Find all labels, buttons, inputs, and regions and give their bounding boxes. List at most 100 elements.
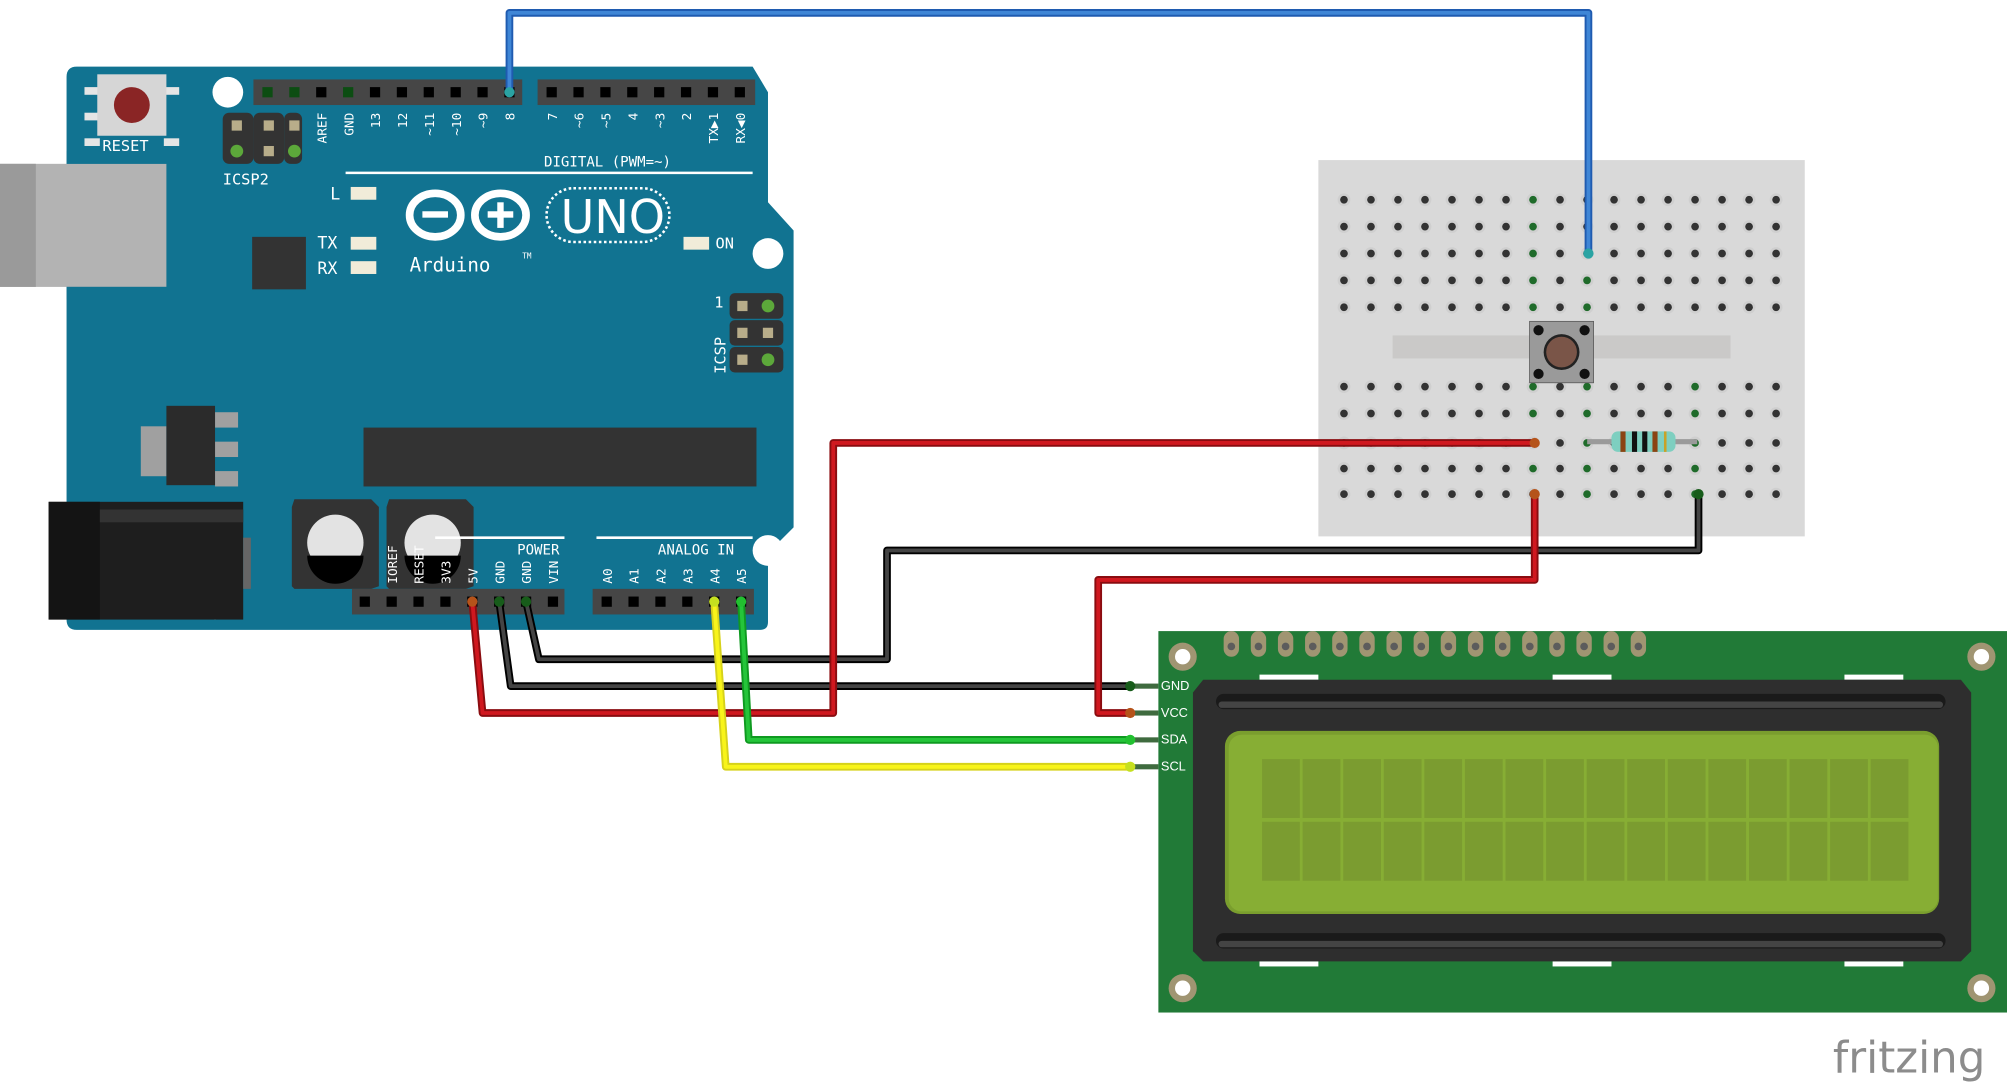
pushbutton[interactable] — [1529, 320, 1594, 384]
breadboard-hole[interactable] — [1448, 490, 1456, 498]
breadboard-hole[interactable] — [1610, 222, 1618, 231]
breadboard-hole[interactable] — [1610, 409, 1618, 418]
breadboard-hole[interactable] — [1745, 490, 1753, 498]
breadboard-hole[interactable] — [1421, 222, 1429, 231]
header-pin[interactable] — [386, 596, 397, 607]
breadboard-hole[interactable] — [1664, 490, 1672, 498]
breadboard-hole[interactable] — [1340, 382, 1348, 391]
breadboard-hole[interactable] — [1556, 409, 1564, 418]
breadboard-hole[interactable] — [1691, 464, 1699, 473]
breadboard-hole[interactable] — [1745, 195, 1753, 204]
breadboard-hole[interactable] — [1367, 195, 1375, 204]
header-pin[interactable] — [707, 87, 719, 98]
breadboard-hole[interactable] — [1745, 303, 1753, 312]
breadboard-hole[interactable] — [1718, 222, 1726, 231]
header-pin[interactable] — [396, 87, 408, 98]
breadboard-hole[interactable] — [1475, 382, 1483, 391]
breadboard-hole[interactable] — [1583, 382, 1591, 391]
breadboard-hole[interactable] — [1718, 382, 1726, 391]
breadboard-hole[interactable] — [1745, 276, 1753, 285]
breadboard-hole[interactable] — [1421, 464, 1429, 473]
breadboard-hole[interactable] — [1772, 303, 1780, 312]
breadboard-hole[interactable] — [1448, 195, 1456, 204]
breadboard-hole[interactable] — [1718, 409, 1726, 418]
breadboard-hole[interactable] — [1637, 409, 1645, 418]
breadboard-hole[interactable] — [1772, 439, 1780, 447]
breadboard-hole[interactable] — [1502, 409, 1510, 418]
header-pin[interactable] — [601, 596, 612, 607]
breadboard-hole[interactable] — [1745, 382, 1753, 391]
breadboard-hole[interactable] — [1475, 222, 1483, 231]
breadboard-hole[interactable] — [1367, 409, 1375, 418]
breadboard-hole[interactable] — [1610, 382, 1618, 391]
header-pin[interactable] — [359, 596, 370, 607]
breadboard-hole[interactable] — [1664, 195, 1672, 204]
breadboard-hole[interactable] — [1475, 303, 1483, 312]
breadboard-hole[interactable] — [1583, 464, 1591, 473]
header-pin[interactable] — [343, 87, 354, 98]
breadboard-hole[interactable] — [1772, 249, 1780, 258]
breadboard-hole[interactable] — [1475, 249, 1483, 258]
breadboard-hole[interactable] — [1529, 222, 1537, 231]
breadboard-hole[interactable] — [1475, 490, 1483, 498]
breadboard-hole[interactable] — [1745, 409, 1753, 418]
breadboard-hole[interactable] — [1394, 195, 1402, 204]
header-pin[interactable] — [628, 596, 639, 607]
breadboard-hole[interactable] — [1529, 303, 1537, 312]
breadboard-hole[interactable] — [1394, 276, 1402, 285]
breadboard-hole[interactable] — [1448, 409, 1456, 418]
breadboard-hole[interactable] — [1637, 222, 1645, 231]
breadboard-hole[interactable] — [1394, 222, 1402, 231]
breadboard-hole[interactable] — [1583, 409, 1591, 418]
breadboard-hole[interactable] — [1448, 464, 1456, 473]
breadboard-hole[interactable] — [1691, 195, 1699, 204]
breadboard-hole[interactable] — [1394, 409, 1402, 418]
breadboard-hole[interactable] — [1340, 195, 1348, 204]
breadboard-hole[interactable] — [1556, 249, 1564, 258]
header-pin[interactable] — [440, 596, 451, 607]
breadboard-hole[interactable] — [1529, 409, 1537, 418]
header-pin[interactable] — [423, 87, 434, 98]
breadboard-hole[interactable] — [1340, 276, 1348, 285]
breadboard-hole[interactable] — [1772, 276, 1780, 285]
breadboard-hole[interactable] — [1664, 249, 1672, 258]
header-pin[interactable] — [573, 87, 584, 98]
breadboard-hole[interactable] — [1691, 276, 1699, 285]
breadboard-hole[interactable] — [1421, 303, 1429, 312]
header-pin[interactable] — [289, 87, 300, 98]
breadboard-hole[interactable] — [1772, 382, 1780, 391]
breadboard-hole[interactable] — [1421, 249, 1429, 258]
breadboard-hole[interactable] — [1475, 409, 1483, 418]
breadboard-hole[interactable] — [1367, 490, 1375, 498]
breadboard-hole[interactable] — [1772, 464, 1780, 473]
breadboard-hole[interactable] — [1556, 439, 1564, 447]
breadboard-hole[interactable] — [1394, 249, 1402, 258]
breadboard-hole[interactable] — [1340, 303, 1348, 312]
breadboard-hole[interactable] — [1718, 439, 1726, 447]
breadboard-hole[interactable] — [1718, 195, 1726, 204]
breadboard-hole[interactable] — [1556, 222, 1564, 231]
breadboard-hole[interactable] — [1367, 303, 1375, 312]
breadboard-hole[interactable] — [1664, 464, 1672, 473]
breadboard-hole[interactable] — [1583, 303, 1591, 312]
breadboard-hole[interactable] — [1367, 464, 1375, 473]
breadboard-hole[interactable] — [1421, 409, 1429, 418]
lcd-i2c-pin[interactable] — [1130, 764, 1159, 770]
breadboard-hole[interactable] — [1340, 464, 1348, 473]
breadboard-hole[interactable] — [1340, 249, 1348, 258]
breadboard-hole[interactable] — [1367, 222, 1375, 231]
breadboard-hole[interactable] — [1637, 382, 1645, 391]
breadboard[interactable] — [1318, 160, 1805, 537]
header-pin[interactable] — [547, 596, 559, 607]
header-pin[interactable] — [262, 87, 273, 98]
breadboard-hole[interactable] — [1691, 303, 1699, 312]
breadboard-hole[interactable] — [1367, 382, 1375, 391]
breadboard-hole[interactable] — [1448, 303, 1456, 312]
breadboard-hole[interactable] — [1745, 439, 1753, 447]
breadboard-hole[interactable] — [1475, 464, 1483, 473]
breadboard-hole[interactable] — [1637, 276, 1645, 285]
breadboard-hole[interactable] — [1529, 464, 1537, 473]
breadboard-hole[interactable] — [1691, 382, 1699, 391]
header-pin[interactable] — [682, 596, 693, 607]
